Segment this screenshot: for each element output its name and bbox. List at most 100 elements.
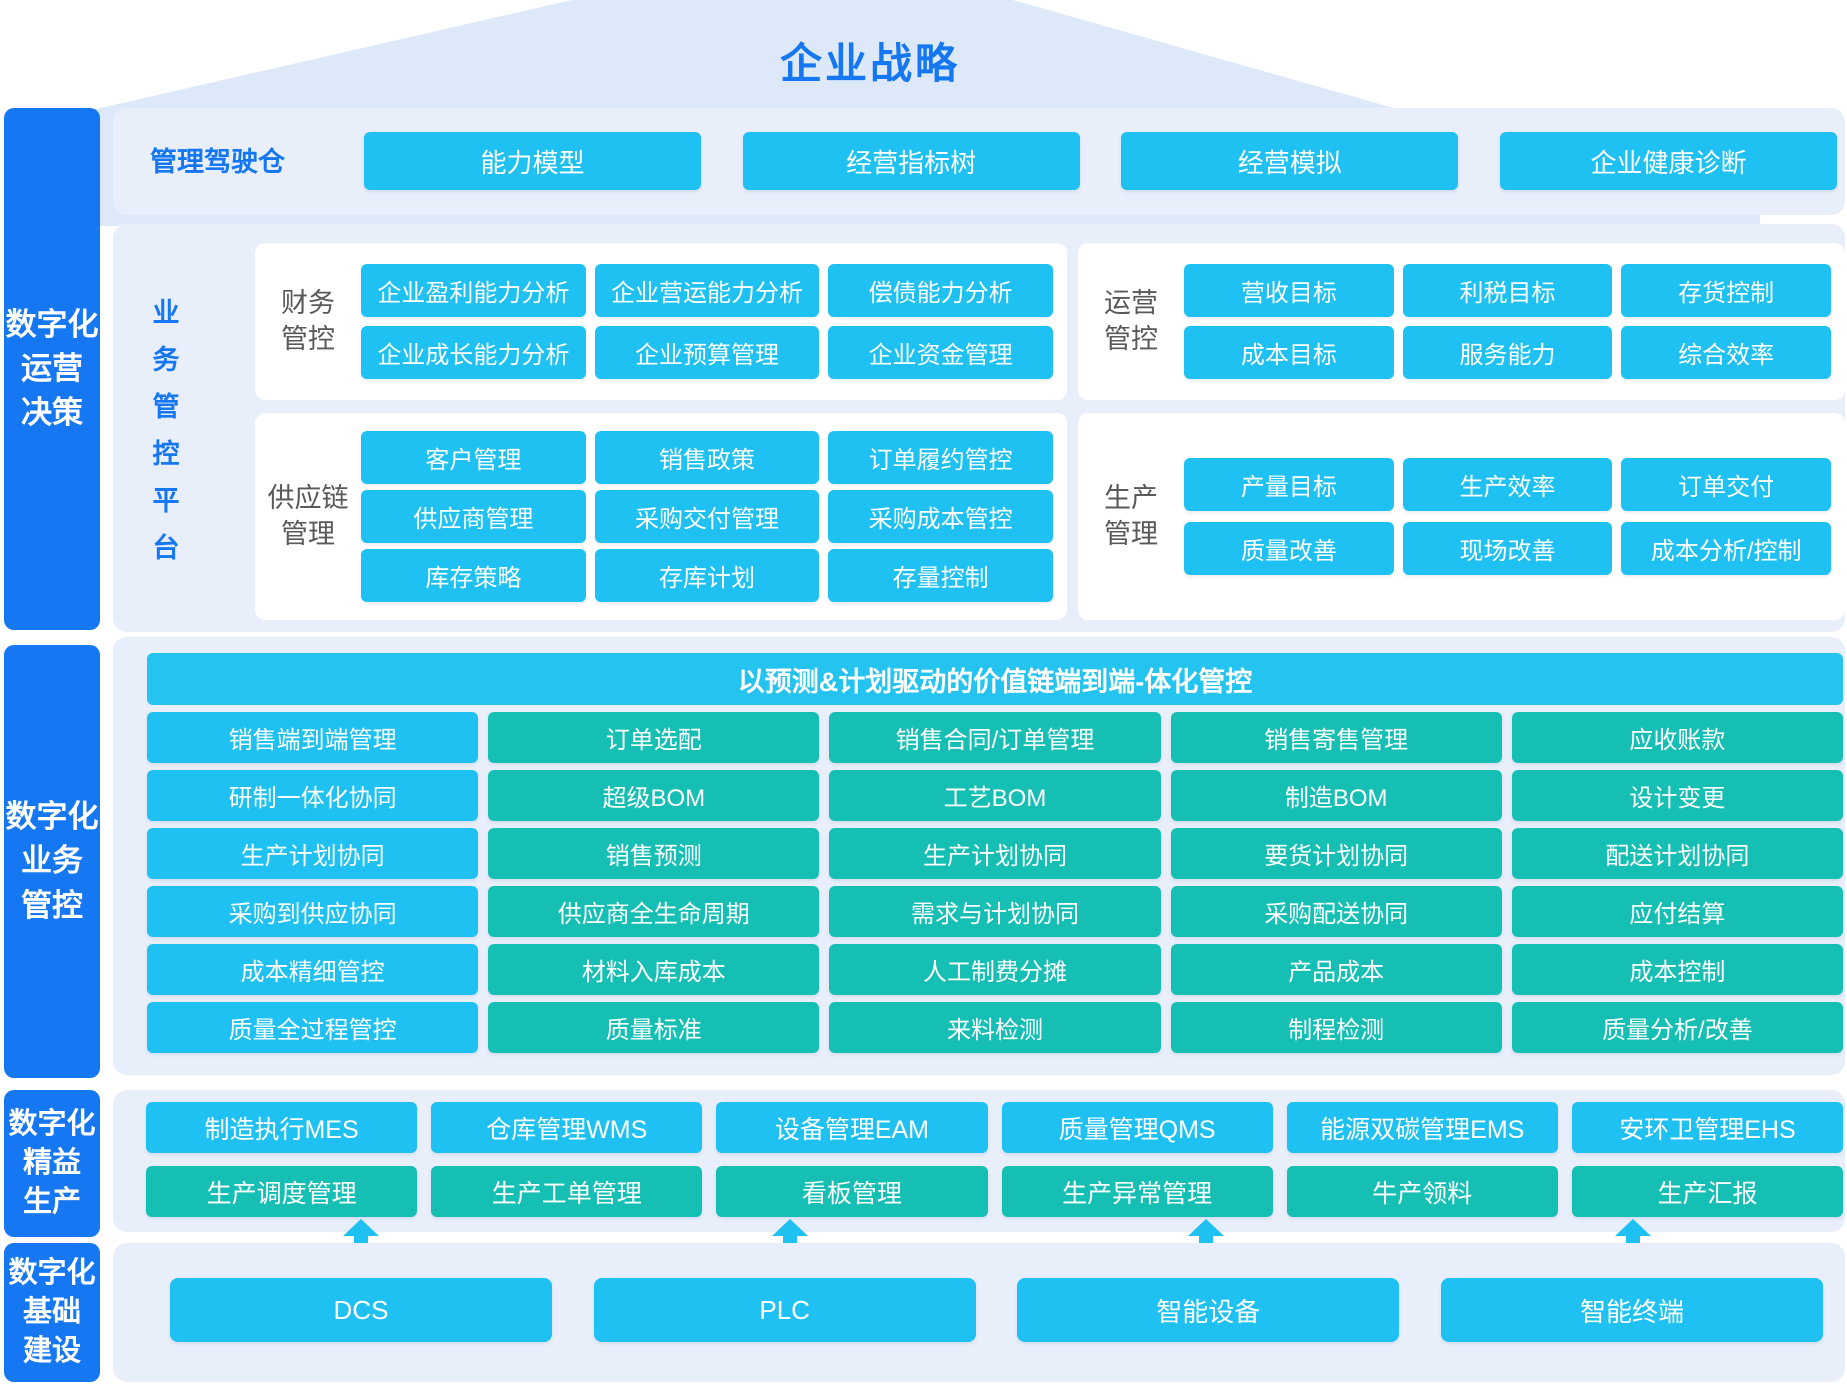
platform-button: 订单交付 — [1621, 458, 1831, 511]
platform-button: 现场改善 — [1402, 522, 1613, 575]
business-control-button: 销售合同/订单管理 — [829, 712, 1161, 763]
lean-system-button: 制造执行MES — [146, 1102, 418, 1153]
group-button-grid: 客户管理销售政策订单履约管控供应商管理采购交付管理采购成本管控库存策略存库计划存… — [361, 431, 1067, 602]
business-control-button: 配送计划协同 — [1511, 828, 1843, 879]
platform-vertical-label: 业务管控平台 — [148, 224, 184, 632]
group-operations-control: 运营管控 营收目标利税目标存货控制成本目标服务能力综合效率 — [1078, 243, 1845, 400]
label-line: 管控 — [21, 887, 83, 923]
business-control-button: 材料入库成本 — [488, 944, 820, 995]
label-line: 运营 — [21, 350, 83, 386]
platform-button: 库存策略 — [361, 549, 586, 602]
group-label: 运营管控 — [1078, 286, 1184, 356]
platform-button: 企业成长能力分析 — [361, 326, 586, 379]
business-control-button: 销售端到端管理 — [147, 712, 479, 763]
value-chain-banner: 以预测&计划驱动的价值链端到端-体化管控 — [147, 653, 1843, 705]
platform-button: 企业盈利能力分析 — [361, 264, 586, 317]
label-line: 数字化 — [5, 306, 99, 342]
business-control-button: 应收账款 — [1511, 712, 1843, 763]
group-button-grid: 产量目标生产效率订单交付质量改善现场改善成本分析/控制 — [1184, 458, 1845, 575]
business-control-button: 销售寄售管理 — [1170, 712, 1502, 763]
lean-function-button: 生产调度管理 — [146, 1166, 418, 1217]
business-control-button: 人工制费分摊 — [829, 944, 1161, 995]
platform-button: 质量改善 — [1184, 522, 1394, 575]
label-line: 业务 — [21, 843, 83, 879]
business-control-button: 销售预测 — [488, 828, 820, 879]
platform-button: 企业营运能力分析 — [594, 264, 820, 317]
business-control-button: 工艺BOM — [829, 770, 1161, 821]
platform-button: 存库计划 — [594, 549, 820, 602]
platform-button: 成本分析/控制 — [1621, 522, 1831, 575]
business-control-button: 成本精细管控 — [147, 944, 479, 995]
infrastructure-button-row: DCS PLC 智能设备智能终端 — [170, 1278, 1823, 1342]
business-control-button: 设计变更 — [1511, 770, 1843, 821]
business-control-button: 生产计划协同 — [147, 828, 479, 879]
page-title: 企业战略 — [779, 40, 960, 87]
label-line: 管理 — [281, 518, 335, 549]
business-control-button: 制造BOM — [1170, 770, 1502, 821]
platform-button: 成本目标 — [1184, 326, 1394, 379]
platform-button: 存量控制 — [828, 549, 1053, 602]
platform-button: 服务能力 — [1402, 326, 1613, 379]
business-control-button: 供应商全生命周期 — [488, 886, 820, 937]
platform-button: 利税目标 — [1402, 264, 1613, 317]
label-line: 基础 — [22, 1295, 81, 1328]
label-line: 业 — [152, 298, 180, 328]
label-line: 供应链 — [267, 483, 349, 514]
platform-button: 企业预算管理 — [594, 326, 820, 379]
label-line: 生产 — [22, 1186, 81, 1219]
sidebar-block-operations-decision: 数字化运营决策 — [4, 108, 100, 630]
cockpit-button-row: 能力模型经营指标树经营模拟企业健康诊断 — [364, 132, 1837, 190]
sidebar-block-infrastructure: 数字化基础建设 — [4, 1243, 100, 1382]
infrastructure-button: 智能设备 — [1017, 1278, 1400, 1342]
label-line: 数字化 — [8, 1107, 96, 1140]
label-line: 精益 — [22, 1146, 81, 1179]
group-production-mgmt: 生产管理 产量目标生产效率订单交付质量改善现场改善成本分析/控制 — [1078, 413, 1845, 620]
platform-button: 营收目标 — [1184, 264, 1394, 317]
label-line: 生产 — [1104, 483, 1158, 514]
business-control-button: 采购到供应协同 — [147, 886, 479, 937]
platform-button: 销售政策 — [594, 431, 820, 484]
business-control-button: 应付结算 — [1511, 886, 1843, 937]
label-line: 管理 — [1104, 518, 1158, 549]
group-label: 财务管控 — [255, 286, 361, 356]
platform-button: 偿债能力分析 — [828, 264, 1053, 317]
group-label: 生产管理 — [1078, 481, 1184, 551]
lean-system-button: 能源双碳管理EMS — [1286, 1102, 1558, 1153]
business-control-button: 来料检测 — [829, 1002, 1161, 1053]
label-line: 财务 — [281, 288, 335, 319]
business-control-button: 要货计划协同 — [1170, 828, 1502, 879]
cockpit-button: 企业健康诊断 — [1499, 132, 1837, 190]
lean-system-button: 设备管理EAM — [716, 1102, 988, 1153]
label-line: 平 — [152, 486, 180, 516]
business-control-button: 需求与计划协同 — [829, 886, 1161, 937]
lean-system-button: 仓库管理WMS — [431, 1102, 703, 1153]
sidebar-block-business-control: 数字化业务管控 — [4, 645, 100, 1078]
label-line: 务 — [152, 345, 180, 375]
group-label: 供应链管理 — [255, 481, 361, 551]
cockpit-button: 经营模拟 — [1121, 132, 1459, 190]
group-button-grid: 营收目标利税目标存货控制成本目标服务能力综合效率 — [1184, 264, 1845, 379]
business-control-button: 订单选配 — [488, 712, 820, 763]
business-control-button: 生产计划协同 — [829, 828, 1161, 879]
lean-system-button: 质量管理QMS — [1001, 1102, 1273, 1153]
infrastructure-button: DCS — [170, 1278, 552, 1342]
platform-button: 订单履约管控 — [828, 431, 1053, 484]
cockpit-button: 经营指标树 — [742, 132, 1080, 190]
label-line: 台 — [152, 533, 180, 563]
business-control-button: 超级BOM — [488, 770, 820, 821]
business-control-button: 质量分析/改善 — [1511, 1002, 1843, 1053]
platform-button: 采购交付管理 — [594, 490, 820, 543]
lean-function-button: 生产工单管理 — [431, 1166, 703, 1217]
infrastructure-button: 智能终端 — [1440, 1278, 1823, 1342]
lean-function-button: 看板管理 — [716, 1166, 988, 1217]
label-line: 管控 — [281, 323, 335, 354]
infrastructure-button: PLC — [593, 1278, 976, 1342]
label-line: 数字化 — [5, 799, 99, 835]
business-control-button: 采购配送协同 — [1170, 886, 1502, 937]
label-line: 管控 — [1104, 323, 1158, 354]
cockpit-button: 能力模型 — [364, 132, 701, 190]
lean-function-button: 生产汇报 — [1571, 1166, 1844, 1217]
